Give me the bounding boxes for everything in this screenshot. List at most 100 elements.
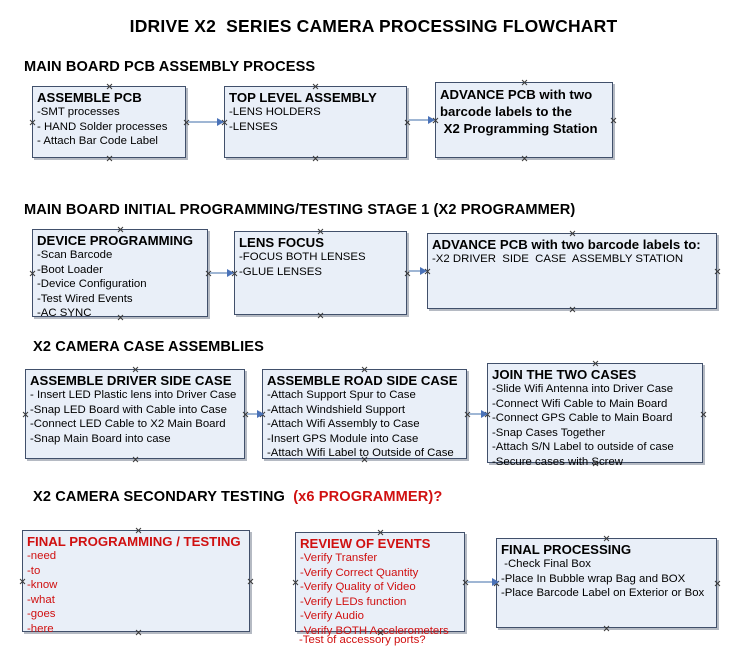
connection-handle-bottom[interactable] <box>603 625 610 632</box>
connection-handle-left[interactable] <box>292 579 299 586</box>
node-line: -Attach Wifi Assembly to Case <box>267 418 420 431</box>
node-line: -X2 DRIVER SIDE CASE ASSEMBLY STATION <box>432 253 684 265</box>
node-advance-pcb-driver-side-case[interactable]: ADVANCE PCB with two barcode labels to: … <box>427 233 717 309</box>
node-line: -AC SYNC <box>37 307 92 320</box>
node-body: DEVICE PROGRAMMING -Scan Barcode -Boot L… <box>33 230 207 323</box>
connection-handle-top[interactable] <box>317 228 324 235</box>
node-line: -Verify Quality of Video <box>300 581 416 594</box>
node-final-programming-testing[interactable]: FINAL PROGRAMMING / TESTING -need -to -k… <box>22 530 250 635</box>
section-heading-camera-case-assemblies: X2 CAMERA CASE ASSEMBLIES <box>33 339 264 355</box>
node-assemble-driver-side-case[interactable]: ASSEMBLE DRIVER SIDE CASE - Insert LED P… <box>25 369 245 459</box>
connection-handle-top[interactable] <box>361 366 368 373</box>
connection-handle-top[interactable] <box>106 83 113 90</box>
node-title: ASSEMBLE DRIVER SIDE CASE <box>30 373 232 388</box>
arrow-shaft <box>188 121 217 123</box>
arrow-road-case-to-join-cases[interactable] <box>469 409 488 419</box>
node-line: -Boot Loader <box>37 263 103 276</box>
node-title: LENS FOCUS <box>239 235 324 250</box>
connection-handle-top[interactable] <box>521 79 528 86</box>
arrow-assemble-pcb-to-top-level[interactable] <box>188 117 224 127</box>
node-body: ASSEMBLE ROAD SIDE CASE -Attach Support … <box>263 370 466 463</box>
node-line: -goes <box>27 608 56 621</box>
node-lens-focus[interactable]: LENS FOCUS -FOCUS BOTH LENSES -GLUE LENS… <box>234 231 407 315</box>
connection-handle-right[interactable] <box>714 268 721 275</box>
connection-handle-left[interactable] <box>22 411 29 418</box>
node-line: -need <box>27 550 57 562</box>
arrow-review-events-to-final-processing[interactable] <box>467 577 499 587</box>
connection-handle-top[interactable] <box>592 360 599 367</box>
node-body: JOIN THE TWO CASES -Slide Wifi Antenna i… <box>488 364 702 472</box>
node-title: FINAL PROCESSING <box>501 542 632 557</box>
connection-handle-top[interactable] <box>132 366 139 373</box>
arrow-head <box>428 115 435 124</box>
node-body: ASSEMBLE PCB -SMT processes - HAND Solde… <box>33 87 185 151</box>
connection-handle-left[interactable] <box>29 270 36 277</box>
connection-handle-top[interactable] <box>569 230 576 237</box>
node-line: -Connect GPS Cable to Main Board <box>492 412 673 425</box>
connection-handle-right[interactable] <box>610 117 617 124</box>
node-body: ASSEMBLE DRIVER SIDE CASE - Insert LED P… <box>26 370 244 448</box>
node-line: -FOCUS BOTH LENSES <box>239 251 366 263</box>
node-line: -Connect LED Cable to X2 Main Board <box>30 418 226 431</box>
connection-handle-bottom[interactable] <box>592 460 599 467</box>
node-body: FINAL PROGRAMMING / TESTING -need -to -k… <box>23 531 249 639</box>
node-line: -Slide Wifi Antenna into Driver Case <box>492 383 674 395</box>
node-line: -LENS HOLDERS <box>229 106 321 118</box>
node-join-the-two-cases[interactable]: JOIN THE TWO CASES -Slide Wifi Antenna i… <box>487 363 703 468</box>
arrow-lens-focus-to-advance-pcb[interactable] <box>409 266 427 276</box>
node-line: - Insert LED Plastic lens into Driver Ca… <box>30 389 237 401</box>
node-advance-pcb-programming-station[interactable]: ADVANCE PCB with two barcode labels to t… <box>435 82 613 158</box>
connection-handle-bottom[interactable] <box>135 629 142 636</box>
connection-handle-bottom[interactable] <box>132 456 139 463</box>
node-overflow-line: -Test of accessory ports? <box>299 634 426 646</box>
connection-handle-top[interactable] <box>312 83 319 90</box>
node-body: REVIEW OF EVENTS -Verify Transfer -Verif… <box>296 533 464 641</box>
node-line: -GLUE LENSES <box>239 265 322 278</box>
node-line: -Place Barcode Label on Exterior or Box <box>501 587 705 600</box>
connection-handle-bottom[interactable] <box>521 155 528 162</box>
connection-handle-left[interactable] <box>19 578 26 585</box>
connection-handle-bottom[interactable] <box>117 314 124 321</box>
connection-handle-left[interactable] <box>29 119 36 126</box>
connection-handle-bottom[interactable] <box>106 155 113 162</box>
node-top-level-assembly[interactable]: TOP LEVEL ASSEMBLY -LENS HOLDERS -LENSES <box>224 86 407 158</box>
section-heading-red-note: (x6 PROGRAMMER)? <box>293 489 443 505</box>
arrow-top-level-to-advance-pcb[interactable] <box>409 115 435 125</box>
node-line: -Connect Wifi Cable to Main Board <box>492 397 668 410</box>
node-title: ADVANCE PCB with two barcode labels to: <box>432 237 701 252</box>
node-line: -Verify Audio <box>300 610 364 623</box>
node-title: X2 Programming Station <box>440 121 598 136</box>
node-line: -Verify Correct Quantity <box>300 566 419 579</box>
node-title: JOIN THE TWO CASES <box>492 367 637 382</box>
section-heading-main-board-pcb-assembly: MAIN BOARD PCB ASSEMBLY PROCESS <box>24 59 316 75</box>
connection-handle-top[interactable] <box>135 527 142 534</box>
connection-handle-right[interactable] <box>247 578 254 585</box>
node-line: -here <box>27 622 54 635</box>
node-assemble-pcb[interactable]: ASSEMBLE PCB -SMT processes - HAND Solde… <box>32 86 186 158</box>
node-device-programming[interactable]: DEVICE PROGRAMMING -Scan Barcode -Boot L… <box>32 229 208 319</box>
node-final-processing[interactable]: FINAL PROCESSING -Check Final Box -Place… <box>496 538 717 628</box>
node-review-of-events[interactable]: REVIEW OF EVENTS -Verify Transfer -Verif… <box>295 532 465 646</box>
node-line: -Attach S/N Label to outside of case <box>492 441 674 454</box>
connection-handle-top[interactable] <box>603 535 610 542</box>
connection-handle-bottom[interactable] <box>317 312 324 319</box>
connection-handle-bottom[interactable] <box>312 155 319 162</box>
arrow-shaft <box>409 119 428 121</box>
connection-handle-bottom[interactable] <box>569 306 576 313</box>
arrow-driver-case-to-road-case[interactable] <box>247 409 264 419</box>
connection-handle-bottom[interactable] <box>361 456 368 463</box>
connection-handle-top[interactable] <box>377 529 384 536</box>
section-heading-text: X2 CAMERA SECONDARY TESTING <box>33 489 294 505</box>
connection-handle-top[interactable] <box>117 226 124 233</box>
node-title: FINAL PROGRAMMING / TESTING <box>27 534 241 549</box>
arrow-shaft <box>467 581 492 583</box>
connection-handle-bottom[interactable] <box>377 629 384 636</box>
arrow-head <box>227 268 234 277</box>
node-line: -Test Wired Events <box>37 292 133 305</box>
node-assemble-road-side-case[interactable]: ASSEMBLE ROAD SIDE CASE -Attach Support … <box>262 369 467 459</box>
arrow-device-programming-to-lens-focus[interactable] <box>210 268 234 278</box>
connection-handle-right[interactable] <box>714 580 721 587</box>
node-body: ADVANCE PCB with two barcode labels to t… <box>436 83 612 139</box>
connection-handle-right[interactable] <box>700 411 707 418</box>
node-body: FINAL PROCESSING -Check Final Box -Place… <box>497 539 716 603</box>
